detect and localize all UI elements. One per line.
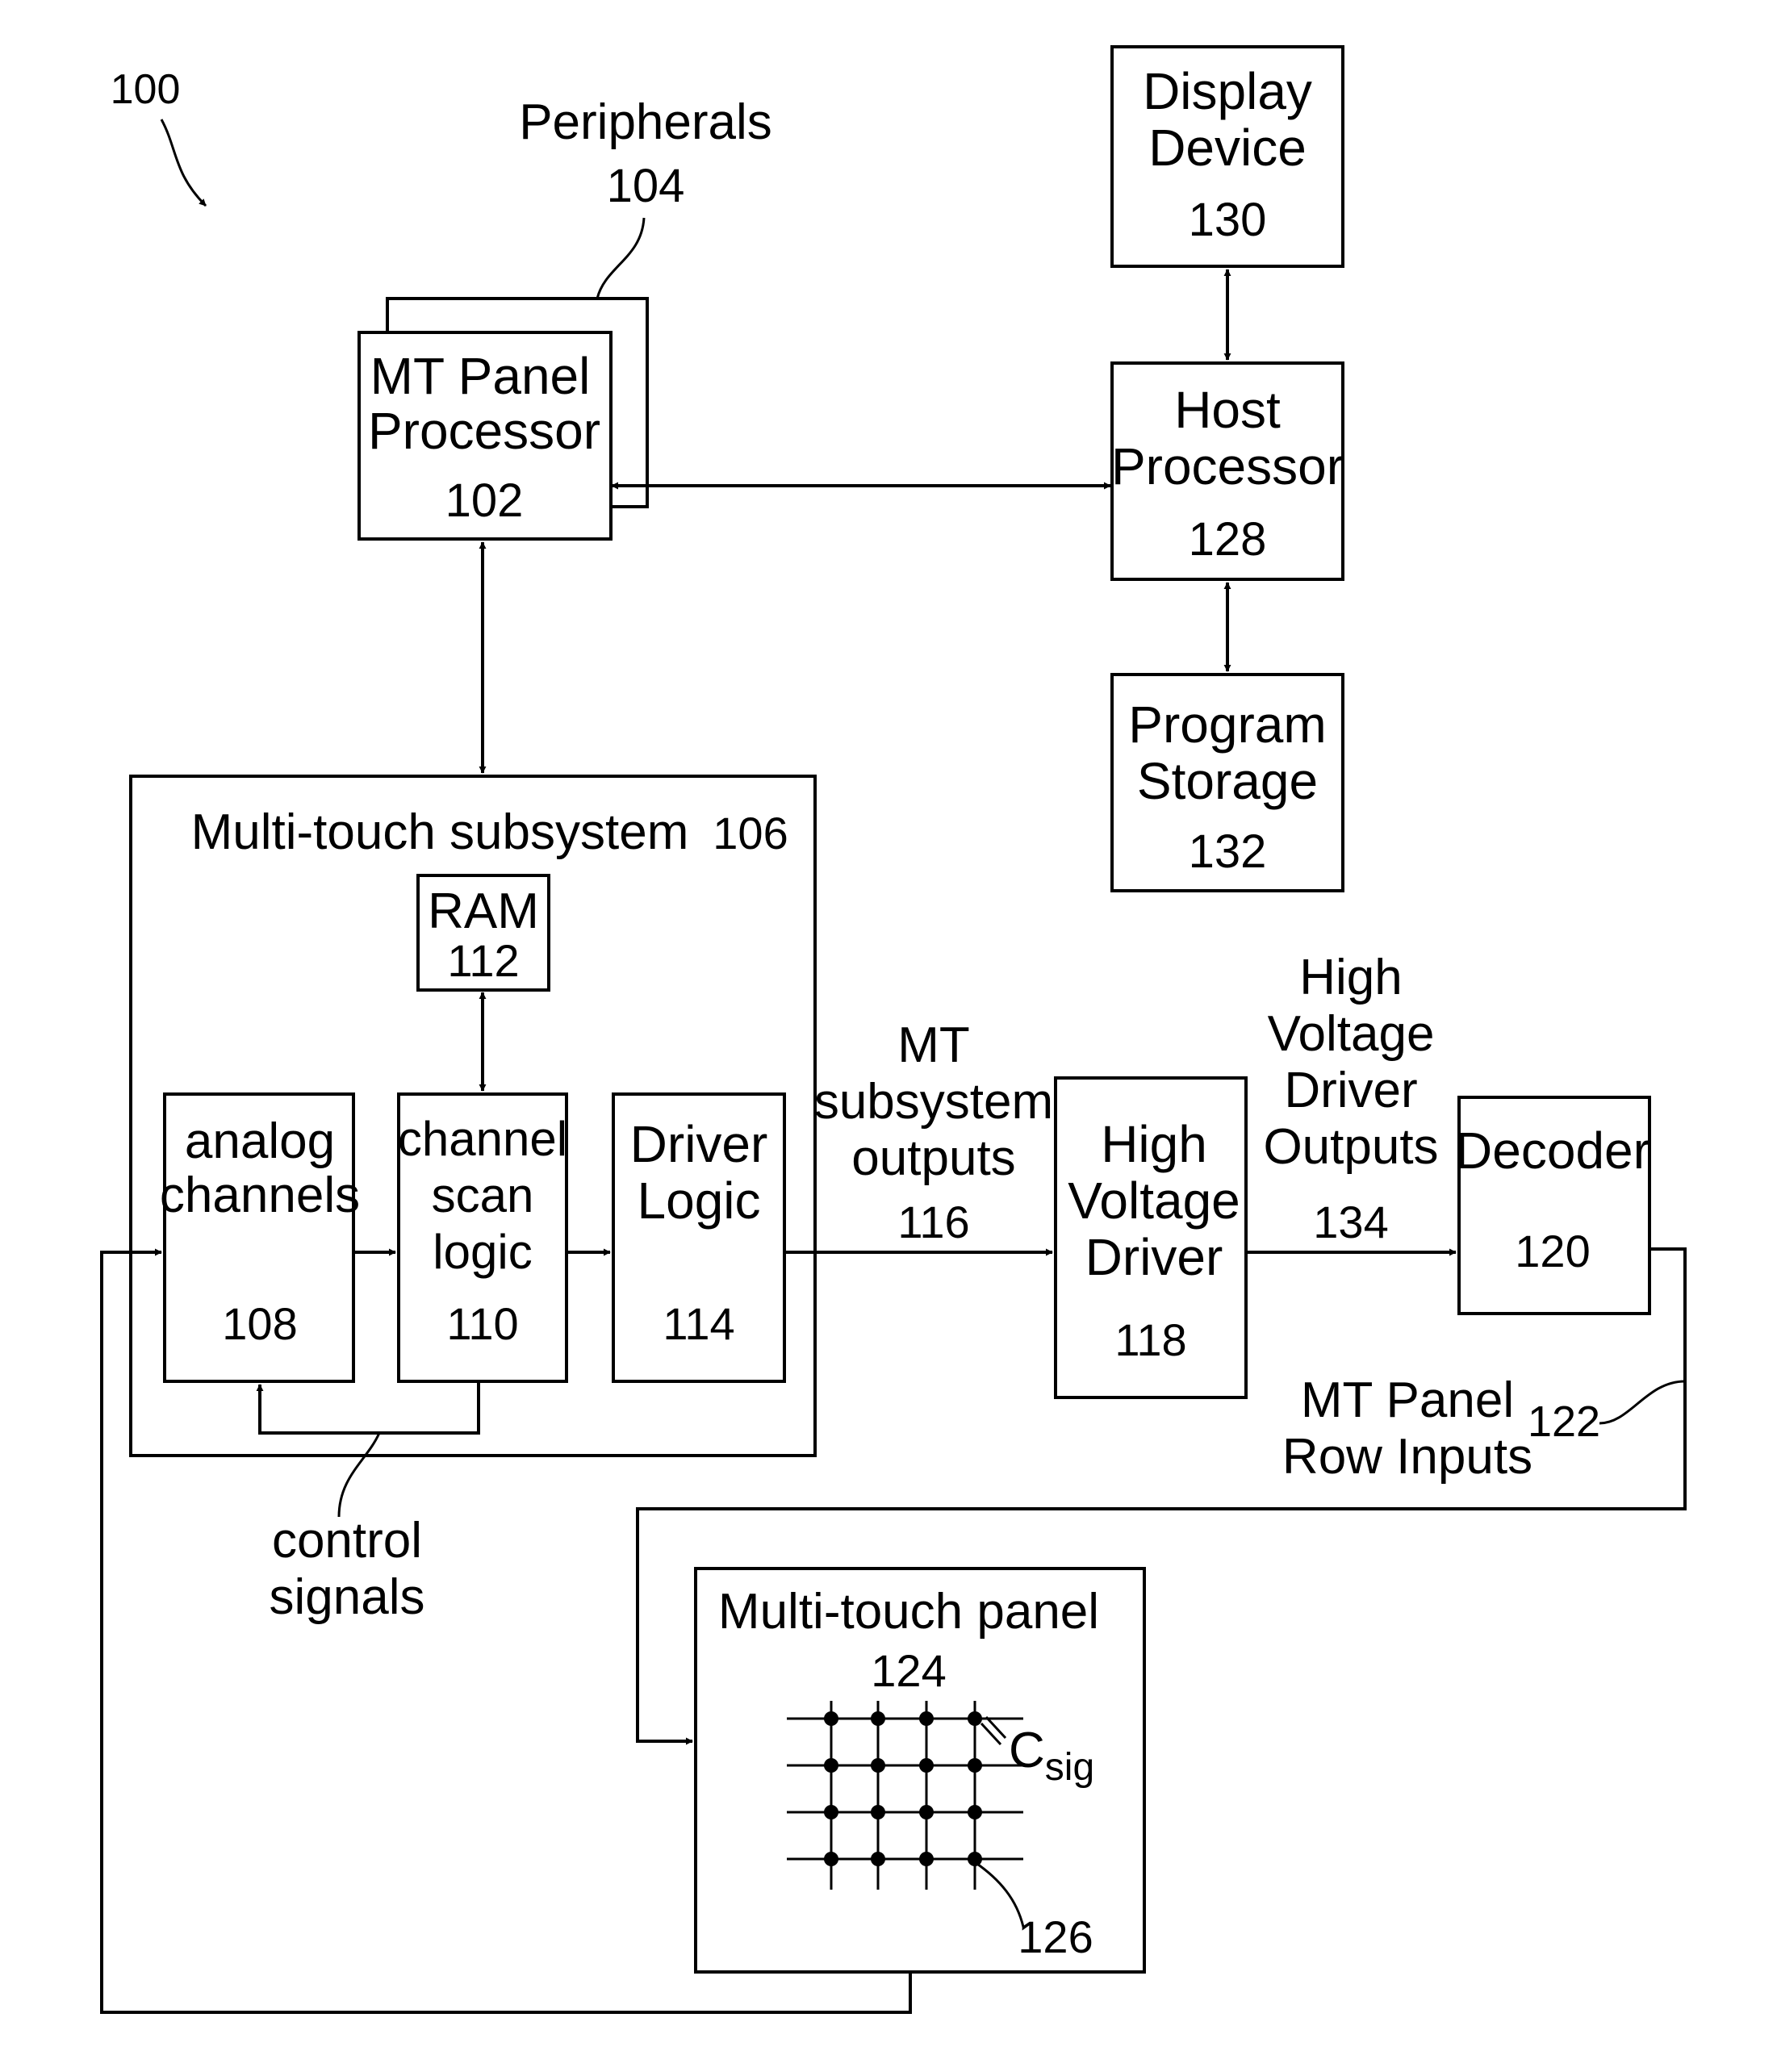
host-processor-number: 128: [1189, 513, 1267, 566]
csig-main: C: [1009, 1723, 1045, 1778]
host-processor-label: Host: [1174, 381, 1281, 439]
node-number: 126: [1018, 1911, 1093, 1962]
grid-node: [919, 1758, 934, 1773]
program-storage-number: 132: [1189, 825, 1267, 878]
display-device-label: Display: [1143, 62, 1312, 120]
hv-driver-outputs-number: 134: [1313, 1197, 1388, 1247]
grid-node: [968, 1852, 982, 1866]
grid-node: [824, 1805, 838, 1819]
peripherals-label: Peripherals: [519, 94, 772, 150]
program-storage-block: Program Storage 132: [1112, 675, 1343, 891]
grid-node: [871, 1711, 885, 1726]
high-voltage-driver-label-3: Driver: [1085, 1228, 1223, 1286]
channel-scan-logic-label-3: logic: [433, 1225, 532, 1279]
hv-driver-outputs-label-3: Driver: [1284, 1063, 1417, 1118]
control-signals-label: control: [272, 1513, 422, 1569]
high-voltage-driver-block: High Voltage Driver 118: [1056, 1078, 1246, 1397]
analog-channels-label: analog: [185, 1113, 335, 1169]
multitouch-subsystem-number: 106: [713, 808, 788, 858]
driver-logic-block: Driver Logic 114: [613, 1094, 784, 1381]
ram-number: 112: [447, 935, 519, 986]
program-storage-label: Program: [1128, 696, 1326, 754]
analog-channels-label-2: channels: [160, 1168, 360, 1223]
display-device-block: Display Device 130: [1112, 47, 1343, 266]
hv-driver-outputs-label-2: Voltage: [1268, 1006, 1435, 1062]
decoder-number: 120: [1515, 1226, 1590, 1276]
host-processor-label-2: Processor: [1111, 437, 1344, 495]
driver-logic-label: Driver: [630, 1115, 768, 1173]
peripherals-leader: [597, 218, 644, 299]
mt-subsystem-outputs-label-2: subsystem: [814, 1074, 1053, 1130]
decoder-label: Decoder: [1455, 1122, 1650, 1180]
channel-scan-logic-block: channel scan logic 110: [398, 1094, 567, 1381]
multitouch-panel-label: Multi-touch panel: [718, 1584, 1099, 1640]
mt-panel-processor-label: MT Panel: [370, 347, 591, 405]
grid-node: [968, 1758, 982, 1773]
display-device-label-2: Device: [1148, 119, 1307, 177]
figure-ref-arrow: [161, 119, 206, 206]
grid-node: [824, 1852, 838, 1866]
multitouch-subsystem-label: Multi-touch subsystem: [191, 804, 689, 860]
multitouch-panel-number: 124: [871, 1645, 946, 1696]
row-inputs-label: MT Panel: [1301, 1372, 1514, 1428]
row-inputs-number: 122: [1528, 1397, 1600, 1446]
mt-panel-processor-label-2: Processor: [368, 402, 600, 460]
driver-logic-label-2: Logic: [638, 1172, 761, 1230]
grid-node: [968, 1711, 982, 1726]
peripherals-number: 104: [607, 160, 685, 212]
host-processor-block: Host Processor 128: [1111, 363, 1344, 579]
high-voltage-driver-number: 118: [1114, 1314, 1186, 1365]
channel-scan-logic-number: 110: [446, 1298, 518, 1349]
row-inputs-label-2: Row Inputs: [1282, 1429, 1532, 1485]
grid-node: [968, 1805, 982, 1819]
grid-node: [919, 1805, 934, 1819]
channel-scan-logic-label-2: scan: [432, 1168, 534, 1222]
figure-ref-label: 100: [111, 66, 181, 113]
mt-panel-processor-number: 102: [445, 474, 524, 527]
ram-block: RAM 112: [418, 875, 549, 990]
control-signals-label-2: signals: [270, 1569, 425, 1625]
channel-scan-logic-label: channel: [398, 1112, 567, 1166]
display-device-number: 130: [1189, 194, 1267, 246]
hv-driver-outputs-label: High: [1299, 950, 1403, 1005]
grid-node: [919, 1711, 934, 1726]
grid-node: [919, 1852, 934, 1866]
hv-driver-outputs-label-4: Outputs: [1263, 1119, 1438, 1175]
high-voltage-driver-label: High: [1101, 1115, 1207, 1173]
mt-subsystem-outputs-number: 116: [897, 1197, 969, 1247]
grid-node: [871, 1852, 885, 1866]
analog-channels-block: analog channels 108: [160, 1094, 360, 1381]
analog-channels-number: 108: [222, 1298, 297, 1349]
high-voltage-driver-label-2: Voltage: [1068, 1172, 1240, 1230]
grid-node: [824, 1758, 838, 1773]
mt-subsystem-outputs-label: MT: [897, 1017, 970, 1073]
ram-label: RAM: [428, 884, 539, 939]
csig-subscript: sig: [1045, 1746, 1094, 1789]
mt-subsystem-outputs-label-3: outputs: [851, 1130, 1015, 1186]
program-storage-label-2: Storage: [1137, 752, 1318, 810]
grid-node: [824, 1711, 838, 1726]
row-inputs-leader: [1599, 1381, 1685, 1423]
driver-logic-number: 114: [663, 1298, 734, 1349]
grid-node: [871, 1758, 885, 1773]
grid-node: [871, 1805, 885, 1819]
decoder-block: Decoder 120: [1455, 1097, 1650, 1314]
mt-panel-processor-block: MT Panel Processor 102: [359, 332, 611, 539]
